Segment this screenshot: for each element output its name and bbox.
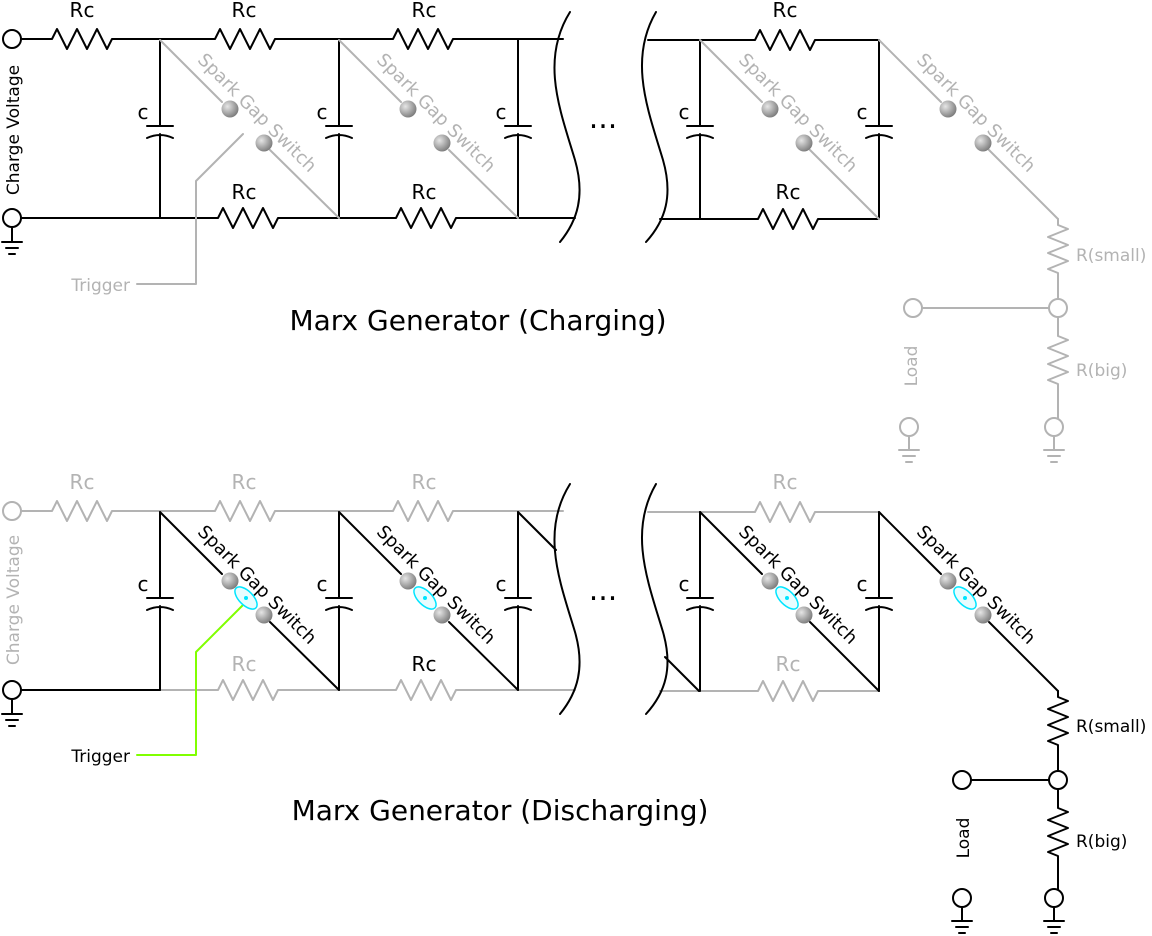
spark-electrode <box>399 572 417 590</box>
resistor-label: Rc <box>232 180 257 204</box>
resistor-label: Rc <box>70 0 95 22</box>
load-label: Load <box>902 346 922 387</box>
charge-voltage-label: Charge Voltage <box>4 65 24 195</box>
spark-gap-label: Spark Gap Switch <box>734 49 861 176</box>
spark-electrode <box>761 572 779 590</box>
r-small-label: R(small) <box>1076 246 1146 266</box>
spark-electrode <box>255 606 273 624</box>
capacitor-label: c <box>679 100 690 124</box>
spark-gap-label: Spark Gap Switch <box>193 521 320 648</box>
spark-gap-label: Spark Gap Switch <box>372 49 499 176</box>
spark-electrode <box>433 606 451 624</box>
output-ground-terminal <box>1044 417 1064 437</box>
spark-gap-label: Spark Gap Switch <box>912 521 1039 648</box>
spark-electrode <box>255 134 273 152</box>
spark-gap-label: Spark Gap Switch <box>193 49 320 176</box>
spark-electrode <box>974 134 992 152</box>
output-node <box>1048 298 1068 318</box>
capacitor-label: c <box>679 572 690 596</box>
spark-electrode <box>939 572 957 590</box>
ellipsis: ... <box>589 573 618 608</box>
spark-electrode <box>795 134 813 152</box>
trigger-label: Trigger <box>70 747 130 767</box>
spark-electrode <box>221 572 239 590</box>
capacitor-label: c <box>317 100 328 124</box>
trigger-wire <box>136 604 244 756</box>
resistor-label: Rc <box>232 0 257 22</box>
spark-electrode <box>939 100 957 118</box>
output-ground-terminal <box>1044 888 1064 908</box>
load-terminal <box>903 298 923 318</box>
trigger-label: Trigger <box>70 276 130 296</box>
spark-electrode <box>221 100 239 118</box>
capacitor-label: c <box>496 572 507 596</box>
resistor-label: Rc <box>70 470 95 494</box>
charging-title: Marx Generator (Charging) <box>289 304 666 337</box>
capacitor-label: c <box>317 572 328 596</box>
spark-electrode <box>974 606 992 624</box>
capacitor-label: c <box>496 100 507 124</box>
spark-electrode <box>795 606 813 624</box>
r-big-label: R(big) <box>1076 361 1127 381</box>
r-small-label: R(small) <box>1076 717 1146 737</box>
ellipsis: ... <box>589 101 618 136</box>
charge-terminal-bottom <box>2 208 22 228</box>
capacitor-label: c <box>138 100 149 124</box>
resistor-label: Rc <box>773 470 798 494</box>
charge-voltage-label: Charge Voltage <box>4 535 24 665</box>
resistor-label: Rc <box>412 0 437 22</box>
spark-gap-label: Spark Gap Switch <box>912 49 1039 176</box>
capacitor-label: c <box>138 572 149 596</box>
capacitor-label: c <box>857 100 868 124</box>
resistor-label: Rc <box>776 652 801 676</box>
charge-terminal-bottom <box>2 680 22 700</box>
spark-gap-label: Spark Gap Switch <box>372 521 499 648</box>
resistor-label: Rc <box>412 652 437 676</box>
discharging-title: Marx Generator (Discharging) <box>292 794 709 827</box>
charging-panel: Marx Generator (Charging) <box>1 0 1146 463</box>
spark-electrode <box>399 100 417 118</box>
spark-gap-label: Spark Gap Switch <box>734 521 861 648</box>
resistor-label: Rc <box>412 180 437 204</box>
load-ground-terminal <box>899 417 919 437</box>
load-label: Load <box>954 818 974 859</box>
output-node <box>1048 770 1068 790</box>
charge-terminal-top <box>2 29 22 49</box>
spark-electrode <box>433 134 451 152</box>
resistor-label: Rc <box>776 180 801 204</box>
charge-terminal-top <box>2 501 22 521</box>
r-big-label: R(big) <box>1076 832 1127 852</box>
discharging-panel: Marx Generator (Discharging) <box>1 470 1146 934</box>
load-ground-terminal <box>952 888 972 908</box>
resistor-label: Rc <box>232 470 257 494</box>
resistor-label: Rc <box>412 470 437 494</box>
capacitor-label: c <box>857 572 868 596</box>
resistor-label: Rc <box>773 0 798 22</box>
resistor-label: Rc <box>232 652 257 676</box>
load-terminal <box>952 770 972 790</box>
spark-electrode <box>761 100 779 118</box>
